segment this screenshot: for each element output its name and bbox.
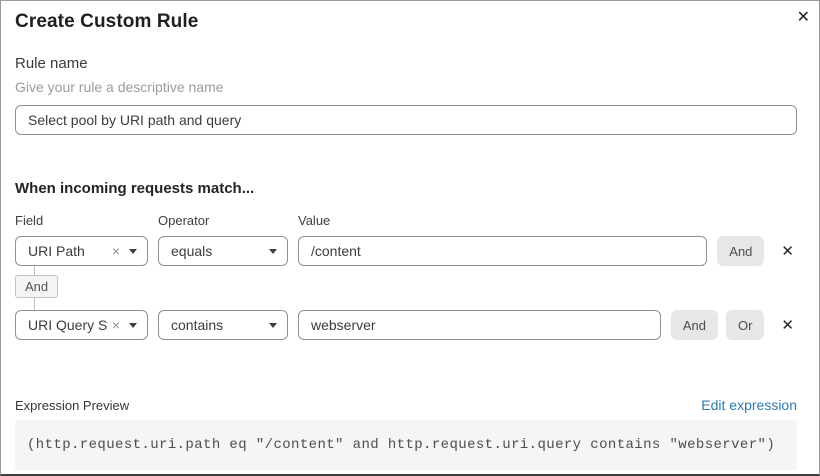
connector-line-top [34,266,35,275]
field-dropdown-2[interactable]: URI Query St... × [15,310,148,340]
value-column-label: Value [298,213,331,228]
chevron-down-icon [269,322,277,328]
clear-icon[interactable]: × [111,243,120,259]
chevron-down-icon [129,248,137,254]
value-input-1[interactable] [298,236,708,266]
connector: And [15,266,797,310]
dialog-title: Create Custom Rule [15,11,199,32]
close-icon[interactable]: ✕ [796,7,810,26]
operator-dropdown-1[interactable]: equals [158,236,288,266]
connector-line-bottom [34,298,35,310]
and-button-row-1[interactable]: And [717,236,765,266]
field-dropdown-1[interactable]: URI Path × [15,236,148,266]
condition-row-1: URI Path × equals And ✕ [15,236,797,266]
field-dropdown-2-value: URI Query St... [28,317,108,333]
value-input-2[interactable] [298,310,661,340]
rule-name-hint: Give your rule a descriptive name [15,79,224,95]
and-button-row-2[interactable]: And [670,310,718,340]
clear-icon[interactable]: × [111,317,120,333]
column-labels: Field Operator Value [15,213,797,228]
expression-header: Expression Preview Edit expression [15,397,797,413]
operator-dropdown-2[interactable]: contains [158,310,288,340]
or-button-row-2[interactable]: Or [725,310,765,340]
edit-expression-link[interactable]: Edit expression [701,397,797,413]
expression-preview-label: Expression Preview [15,398,130,413]
expression-code: (http.request.uri.path eq "/content" and… [15,420,797,470]
delete-row-1-icon[interactable]: ✕ [781,241,794,260]
connector-and-badge: And [15,275,59,298]
chevron-down-icon [129,322,137,328]
match-heading: When incoming requests match... [15,180,255,197]
field-dropdown-1-value: URI Path [28,243,85,259]
operator-dropdown-2-value: contains [171,317,224,333]
operator-dropdown-1-value: equals [171,243,213,259]
rule-name-label: Rule name [15,55,88,72]
operator-column-label: Operator [158,213,210,228]
chevron-down-icon [269,248,277,254]
rule-name-input[interactable] [15,105,797,135]
condition-row-2: URI Query St... × contains And Or ✕ [15,310,797,340]
delete-row-2-icon[interactable]: ✕ [781,315,794,334]
field-column-label: Field [15,213,44,228]
